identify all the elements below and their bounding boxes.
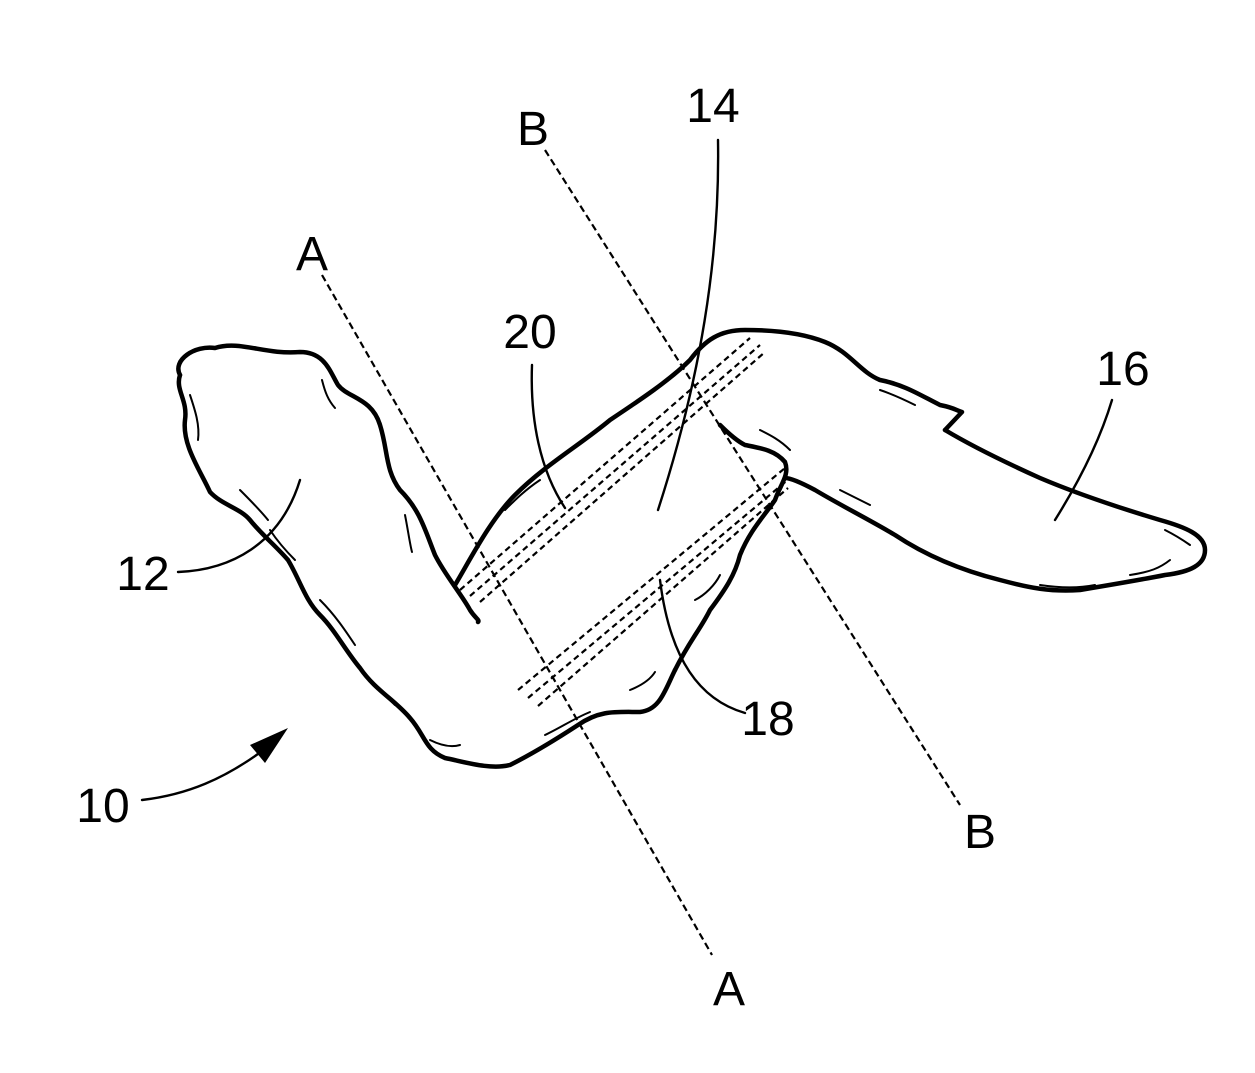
label-flat-14: 14 — [686, 80, 739, 133]
leader-16 — [1053, 398, 1114, 522]
label-bone-18: 18 — [741, 693, 794, 746]
label-section-b-top: B — [517, 103, 549, 156]
drumette-outline — [176, 343, 481, 625]
section-line-a — [321, 274, 713, 956]
shading-strokes — [189, 379, 1191, 748]
drumette-lower-outline — [176, 372, 678, 769]
leader-18 — [658, 578, 747, 715]
arrowhead-10 — [250, 728, 288, 763]
label-drumette-12: 12 — [116, 548, 169, 601]
section-line-b — [544, 149, 961, 806]
leader-14 — [656, 138, 720, 512]
label-section-a-bottom: A — [713, 963, 745, 1016]
leader-12 — [176, 478, 302, 574]
tip-outline — [782, 427, 1208, 593]
label-bone-20: 20 — [503, 306, 556, 359]
label-assembly-10: 10 — [76, 780, 129, 833]
flat-upper-outline — [452, 327, 965, 588]
hidden-bone-lines — [459, 337, 791, 707]
leader-20 — [530, 363, 567, 510]
leader-10 — [140, 743, 272, 802]
label-section-a-top: A — [296, 228, 328, 281]
flat-lower-outline — [672, 422, 789, 673]
label-section-b-bottom: B — [964, 806, 996, 859]
label-tip-16: 16 — [1096, 343, 1149, 396]
